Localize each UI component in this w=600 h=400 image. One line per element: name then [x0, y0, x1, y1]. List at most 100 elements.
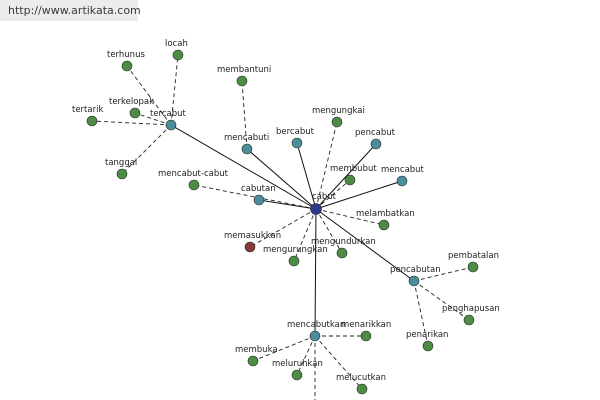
node-terhunus[interactable]: terhunus: [107, 50, 145, 72]
node-pembatalan[interactable]: pembatalan: [448, 251, 499, 273]
node-mencabutkan[interactable]: mencabutkan: [287, 320, 345, 342]
node-menarikkan[interactable]: menarikkan: [341, 320, 391, 342]
node-melambatkan[interactable]: melambatkan: [356, 209, 415, 231]
edge-cabut-mencabutkan: [314, 208, 317, 337]
node-penarikan[interactable]: penarikan: [406, 330, 448, 352]
node-label-mengungkai: mengungkai: [312, 106, 365, 116]
node-dot-mencabuti[interactable]: [241, 143, 253, 155]
node-dot-locah[interactable]: [172, 49, 184, 61]
node-dot-mengurungkan[interactable]: [288, 255, 300, 267]
node-label-memasukkan: memasukkan: [224, 231, 281, 241]
graph-edges: [91, 54, 474, 400]
edge-cabut-memasukkan: [249, 208, 317, 248]
node-memasukkan[interactable]: memasukkan: [224, 231, 281, 253]
watermark-url: http://www.artikata.com: [0, 0, 141, 21]
node-dot-melambatkan[interactable]: [378, 219, 390, 231]
node-dot-mengundurkan[interactable]: [336, 247, 348, 259]
node-bercabut[interactable]: bercabut: [276, 127, 315, 149]
edge-tercabut-terkelopak: [134, 112, 172, 126]
node-label-tercabut: tercabut: [150, 109, 187, 119]
node-mengurungkan[interactable]: mengurungkan: [263, 245, 328, 267]
node-dot-terhunus[interactable]: [121, 60, 133, 72]
node-label-pencabutan: pencabutan: [390, 265, 441, 275]
node-mengungkai[interactable]: mengungkai: [312, 106, 365, 128]
node-terkelopak[interactable]: terkelopak: [109, 97, 154, 119]
node-dot-mencabutkan[interactable]: [309, 330, 321, 342]
node-dot-tanggal[interactable]: [116, 168, 128, 180]
edge-tercabut-tanggal: [121, 124, 172, 175]
node-label-terhunus: terhunus: [107, 50, 145, 60]
node-tercabut[interactable]: tercabut: [150, 109, 187, 131]
node-dot-mencabut[interactable]: [396, 175, 408, 187]
edge-cabut-mengungkai: [315, 121, 338, 210]
node-dot-penarikan[interactable]: [422, 340, 434, 352]
node-dot-memasukkan[interactable]: [244, 241, 256, 253]
node-label-pencabut: pencabut: [355, 128, 396, 138]
node-dot-tertarik[interactable]: [86, 115, 98, 127]
node-label-membuka: membuka: [235, 345, 278, 355]
node-label-cabut: cabut: [312, 192, 337, 202]
graph-nodes: cabut tercabut mencabuti bercabut pencabut me…: [72, 39, 500, 395]
node-dot-cabut[interactable]: [310, 203, 322, 215]
node-mengundurkan[interactable]: mengundurkan: [311, 237, 376, 259]
node-dot-pencabutan[interactable]: [408, 275, 420, 287]
node-membuka[interactable]: membuka: [235, 345, 278, 367]
edge-cabut-pencabutan: [315, 208, 415, 282]
edge-mencabutkan-meluruhkan: [296, 335, 316, 376]
node-penghapusan[interactable]: penghapusan: [442, 304, 500, 326]
node-mencabut-cabut[interactable]: mencabut-cabut: [158, 169, 229, 191]
node-tertarik[interactable]: tertarik: [72, 105, 103, 127]
node-dot-pembatalan[interactable]: [467, 261, 479, 273]
node-label-meluruhkan: meluruhkan: [272, 359, 323, 369]
node-dot-pencabut[interactable]: [370, 138, 382, 150]
node-dot-tercabut[interactable]: [165, 119, 177, 131]
node-dot-meluruhkan[interactable]: [291, 369, 303, 381]
node-membantuni[interactable]: membantuni: [217, 65, 271, 87]
node-label-tanggal: tanggal: [105, 158, 137, 168]
node-meluruhkan[interactable]: meluruhkan: [272, 359, 323, 381]
node-mencabut[interactable]: mencabut: [381, 165, 425, 187]
node-label-mencabuti: mencabuti: [224, 133, 269, 143]
node-label-terkelopak: terkelopak: [109, 97, 154, 107]
edge-cabut-mencabuti: [246, 148, 317, 210]
node-dot-mengungkai[interactable]: [331, 116, 343, 128]
node-dot-mencabut-cabut[interactable]: [188, 179, 200, 191]
edge-cabut-mencabut: [315, 180, 403, 210]
edge-tercabut-locah: [170, 54, 179, 126]
node-dot-membuka[interactable]: [247, 355, 259, 367]
edge-cabut-membubut: [315, 179, 351, 210]
node-label-mengundurkan: mengundurkan: [311, 237, 376, 247]
node-label-locah: locah: [165, 39, 188, 49]
edge-cabut-bercabut: [296, 142, 317, 210]
edge-mencabutkan-melucutkan: [314, 335, 363, 390]
node-dot-melucutkan[interactable]: [356, 383, 368, 395]
node-cabutan[interactable]: cabutan: [241, 184, 276, 206]
node-tanggal[interactable]: tanggal: [105, 158, 137, 180]
edge-cabut-melambatkan: [315, 208, 385, 226]
node-dot-bercabut[interactable]: [291, 137, 303, 149]
node-mencabuti[interactable]: mencabuti: [224, 133, 269, 155]
node-label-pembatalan: pembatalan: [448, 251, 499, 261]
node-dot-membantuni[interactable]: [236, 75, 248, 87]
node-cabut[interactable]: cabut: [310, 192, 337, 215]
node-dot-menarikkan[interactable]: [360, 330, 372, 342]
edge-tercabut-tertarik: [91, 120, 172, 126]
edge-cabut-pencabut: [315, 143, 377, 210]
edge-pencabutan-penghapusan: [413, 280, 470, 321]
node-dot-membubut[interactable]: [344, 174, 356, 186]
node-label-penghapusan: penghapusan: [442, 304, 500, 314]
node-dot-cabutan[interactable]: [253, 194, 265, 206]
node-label-melucutkan: melucutkan: [336, 373, 386, 383]
node-label-mencabut-cabut: mencabut-cabut: [158, 169, 229, 179]
node-melucutkan[interactable]: melucutkan: [336, 373, 386, 395]
node-pencabutan[interactable]: pencabutan: [390, 265, 441, 287]
node-pencabut[interactable]: pencabut: [355, 128, 396, 150]
node-label-membubut: membubut: [330, 164, 377, 174]
node-label-cabutan: cabutan: [241, 184, 276, 194]
node-dot-terkelopak[interactable]: [129, 107, 141, 119]
node-dot-penghapusan[interactable]: [463, 314, 475, 326]
node-label-melambatkan: melambatkan: [356, 209, 415, 219]
node-locah[interactable]: locah: [165, 39, 188, 61]
node-membubut[interactable]: membubut: [330, 164, 377, 186]
